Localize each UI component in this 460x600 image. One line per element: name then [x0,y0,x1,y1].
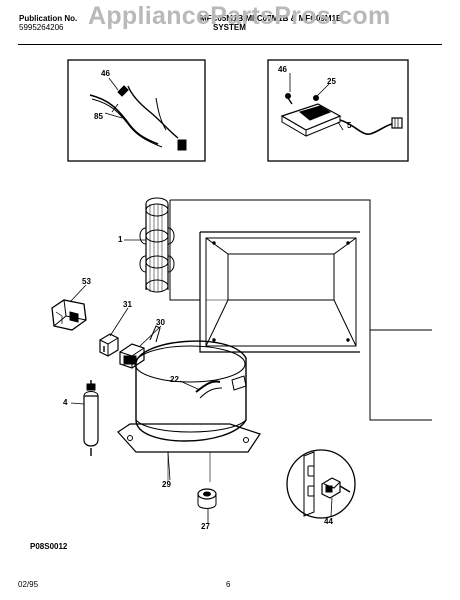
callout-85: 85 [94,112,103,121]
callout-30: 30 [156,318,165,327]
callout-1: 1 [118,235,123,244]
outlet-detail [286,449,356,519]
callout-44: 44 [324,517,333,526]
grommet [197,488,217,509]
leader-lines [69,73,344,524]
section-title: SYSTEM [213,23,246,32]
callout-46-right: 46 [278,65,287,74]
page-number: 6 [226,580,231,589]
publication-label: Publication No. [19,14,78,23]
header-rule [18,44,442,45]
condenser-coil [139,197,175,293]
overload-relay [99,333,119,357]
callout-22: 22 [170,375,179,384]
diagram-code: P08S0012 [30,542,68,551]
callout-25: 25 [327,77,336,86]
callout-31: 31 [123,300,132,309]
publication-number: 5995264206 [19,23,64,32]
callout-5: 5 [347,121,352,130]
callout-53: 53 [82,277,91,286]
compressor [117,325,261,482]
inset-thermostat-assembly [267,59,409,162]
filter-drier [83,380,99,456]
freezer-cabinet [169,199,432,421]
footer-date: 02/95 [18,580,39,589]
watermark: AppliancePartsPros.com [88,2,391,30]
callout-46-left: 46 [101,69,110,78]
callout-29: 29 [162,480,171,489]
callout-4: 4 [63,398,68,407]
relay-cover [51,299,87,331]
callout-27: 27 [201,522,210,531]
model-numbers: MFC05M1B,MFC07M1B & MFC09M1B [200,14,342,23]
inset-wiring-harness [67,59,206,162]
